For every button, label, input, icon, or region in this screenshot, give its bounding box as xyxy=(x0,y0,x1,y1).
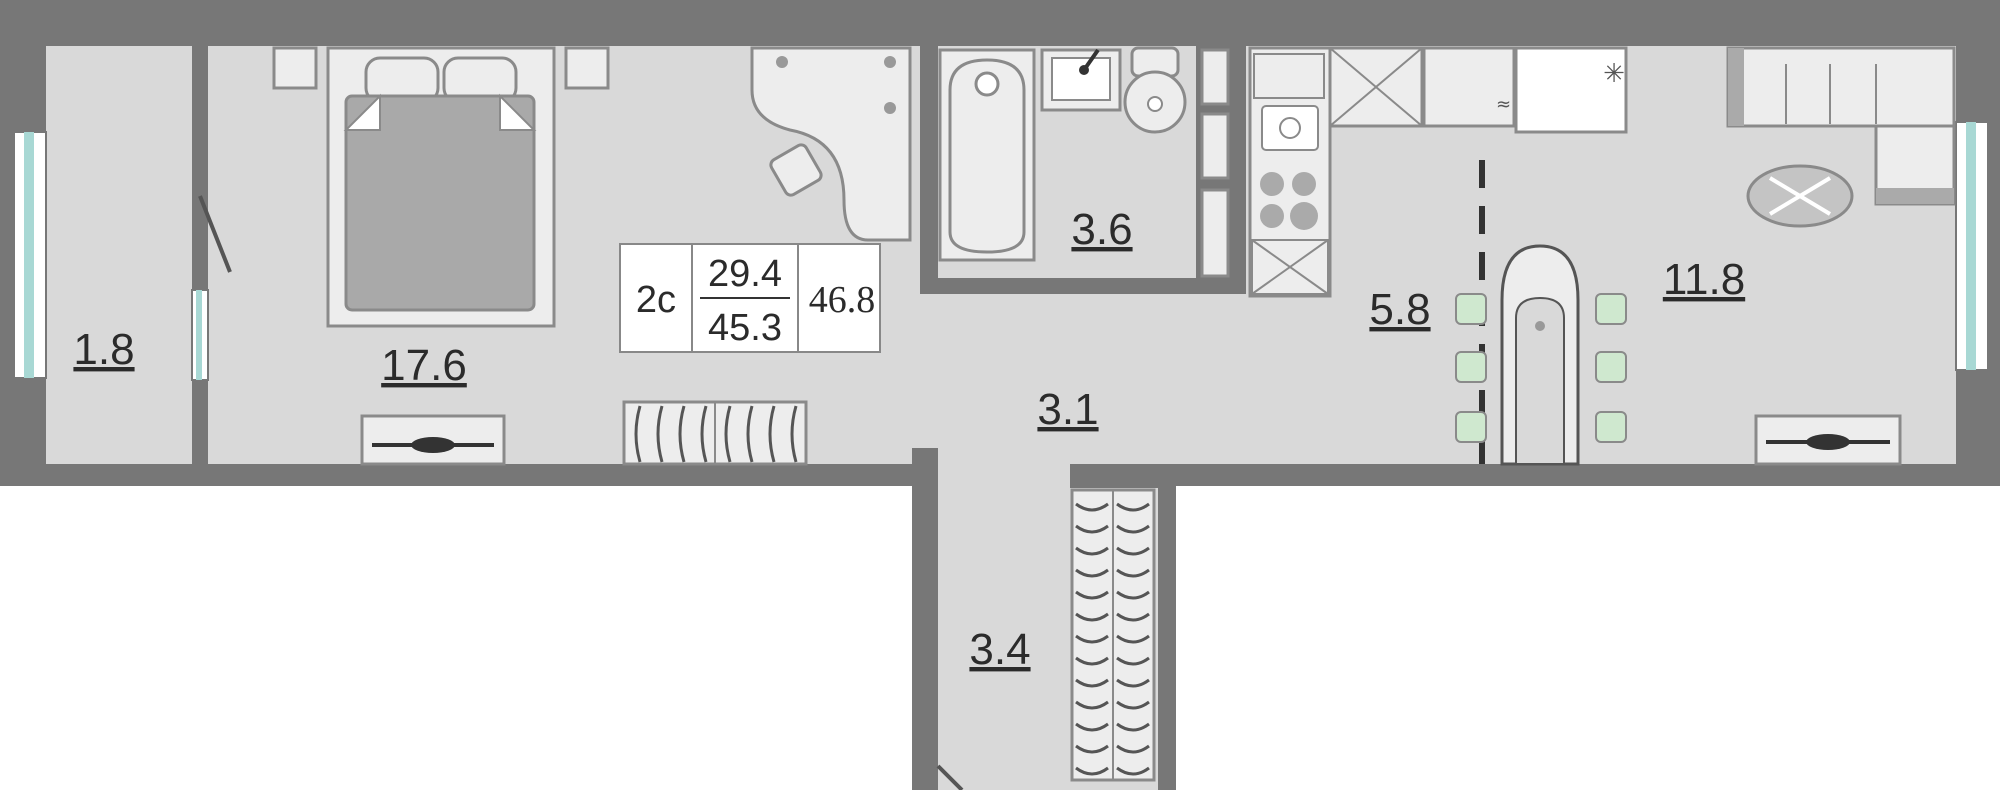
tv-stand-living xyxy=(1754,414,1902,466)
tv-stand-bedroom xyxy=(360,414,506,466)
kitchen-column xyxy=(1200,48,1230,278)
hanger xyxy=(1075,546,1109,556)
coffee-table xyxy=(1746,164,1854,228)
interior-walls xyxy=(192,46,1246,790)
hanger xyxy=(1075,568,1109,578)
area-label-balcony: 1.8 xyxy=(73,325,134,374)
hanger xyxy=(1116,634,1150,644)
hanger xyxy=(1075,744,1109,754)
chairs xyxy=(1455,293,1627,443)
svg-text:≈: ≈ xyxy=(1496,94,1511,115)
hanger xyxy=(1116,590,1150,600)
dining-table xyxy=(1500,244,1580,466)
hanger xyxy=(1075,700,1109,710)
wardrobe-bedroom xyxy=(622,400,808,466)
hanger xyxy=(1075,502,1109,512)
area-label-corridor: 3.4 xyxy=(969,625,1030,674)
hanger xyxy=(1075,590,1109,600)
balcony-floor xyxy=(46,46,192,464)
area-summary-box: 2с 29.4 45.3 46.8 xyxy=(619,243,881,353)
kitchen-top-units: ≈ ✳ xyxy=(1328,46,1628,134)
area-label-living: 11.8 xyxy=(1663,255,1745,304)
hanger xyxy=(1116,744,1150,754)
hanger xyxy=(1116,700,1150,710)
hanger xyxy=(1116,502,1150,512)
hanger xyxy=(1116,612,1150,622)
toilet xyxy=(1123,46,1187,134)
wardrobe-corridor xyxy=(1070,488,1156,782)
hanger xyxy=(1116,766,1150,776)
hanger xyxy=(1075,524,1109,534)
area-label-kitchen: 5.8 xyxy=(1369,285,1430,334)
desk xyxy=(750,46,912,242)
room-area-labels: 1.8 17.6 3.6 5.8 11.8 3.1 3.4 xyxy=(73,205,1745,674)
hanger xyxy=(1075,766,1109,776)
hanger xyxy=(1116,678,1150,688)
hanger xyxy=(1075,612,1109,622)
hall-floor xyxy=(920,294,1180,464)
area-label-bathroom: 3.6 xyxy=(1071,205,1132,254)
apartment-type: 2с xyxy=(636,279,676,321)
nightstands xyxy=(272,46,610,90)
hanger xyxy=(1116,546,1150,556)
living-area: 29.4 xyxy=(708,253,782,295)
hanger xyxy=(1075,634,1109,644)
total-area: 45.3 xyxy=(708,307,782,349)
hanger xyxy=(1116,524,1150,534)
svg-text:✳: ✳ xyxy=(1603,59,1625,89)
hanger xyxy=(1075,678,1109,688)
hanger xyxy=(1075,656,1109,666)
balcony-door xyxy=(198,195,232,273)
area-label-bedroom: 17.6 xyxy=(381,341,467,390)
sofa xyxy=(1726,46,1956,206)
hanger xyxy=(1116,656,1150,666)
hanger xyxy=(1075,722,1109,732)
washing-sink xyxy=(1040,48,1122,112)
hall-mid-floor xyxy=(1180,294,1250,464)
hanger xyxy=(1116,568,1150,578)
kitchen-counter xyxy=(1248,46,1332,298)
total-area-with-balcony: 46.8 xyxy=(809,279,876,321)
windows xyxy=(13,121,1989,381)
area-label-hall: 3.1 xyxy=(1037,385,1098,434)
hanger xyxy=(1116,722,1150,732)
bed xyxy=(326,46,556,328)
entrance-door xyxy=(936,764,964,790)
bathtub xyxy=(938,48,1036,262)
